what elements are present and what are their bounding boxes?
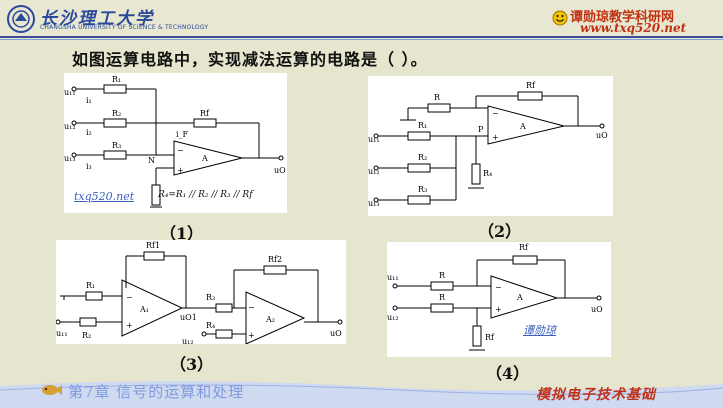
svg-text:−: − [492,109,499,118]
svg-text:A₁: A₁ [139,305,149,314]
svg-text:u₁₂: u₁₂ [368,167,380,176]
figure-4-circuit: Rf R R Rf u₁₁ u₁₂ A − + uO [387,242,611,357]
svg-text:u₁₂: u₁₂ [64,122,76,131]
chapter-title: 第7章 信号的运算和处理 [68,383,245,401]
svg-text:u₁₂: u₁₂ [182,337,194,344]
svg-text:A: A [519,122,526,131]
brand-name: 谭勋琼教学科研网 [570,10,675,25]
svg-text:R₂: R₂ [82,331,91,340]
svg-text:R: R [439,271,446,280]
svg-text:uO: uO [596,131,608,140]
svg-text:u₁₁: u₁₁ [368,135,380,144]
header-divider-light [0,39,723,40]
figure-4-caption: （4） [486,364,530,383]
svg-text:i₃: i₃ [86,162,92,171]
svg-text:+: + [248,331,255,340]
figure-1-watermark: txq520.net [74,190,135,203]
svg-text:+: + [495,305,502,314]
course-title: 模拟电子技术基础 [536,387,656,403]
svg-text:−: − [248,303,255,312]
svg-text:uO: uO [591,305,603,314]
svg-text:u₁₁: u₁₁ [64,88,76,97]
figure-1-circuit: R₁ R₂ R₃ Rf u₁₁ u₁₂ u₁₃ i₁ i₂ i₃ i_F N A − + uO [64,73,287,213]
svg-text:R₂: R₂ [112,109,121,118]
header-divider [0,36,723,38]
figure-3-caption: （3） [170,355,214,374]
university-subtitle: CHANGSHA UNIVERSITY OF SCIENCE & TECHNOL… [40,24,209,31]
svg-text:R₄: R₄ [206,321,215,330]
svg-text:i₂: i₂ [86,128,92,137]
svg-text:uO: uO [274,166,286,175]
figure-1-formula: R₄=R₁ // R₂ // R₃ // Rf [158,190,253,200]
svg-text:i_F: i_F [176,130,189,139]
svg-text:+: + [126,321,133,330]
svg-text:u₁₁: u₁₁ [56,329,68,338]
svg-text:u₁₁: u₁₁ [387,273,399,282]
svg-text:A: A [516,293,523,302]
svg-text:A₂: A₂ [265,315,275,324]
svg-text:u₁₂: u₁₂ [387,313,399,322]
svg-text:R₃: R₃ [418,185,427,194]
svg-text:Rf: Rf [526,81,536,90]
svg-text:Rf1: Rf1 [146,241,160,250]
svg-text:Rf: Rf [519,243,529,252]
svg-text:Rf: Rf [200,109,210,118]
svg-text:u₁₃: u₁₃ [64,154,76,163]
svg-text:uO: uO [330,329,342,338]
svg-text:Rf: Rf [485,333,495,342]
svg-text:+: + [177,166,184,175]
svg-text:R₁: R₁ [86,281,95,290]
svg-text:R: R [434,93,441,102]
svg-text:R₃: R₃ [206,293,215,302]
svg-text:R₄: R₄ [483,169,492,178]
figure-2-circuit: R Rf R₁ R₂ R₃ u₁₁ u₁₂ u₁₃ P R₄ A − + uO [368,76,613,216]
svg-text:R: R [439,293,446,302]
university-logo-icon [7,5,35,33]
smiley-icon [552,10,568,26]
svg-text:u₁₃: u₁₃ [368,199,380,208]
svg-text:R₃: R₃ [112,141,121,150]
svg-text:i₁: i₁ [86,96,92,105]
svg-text:−: − [177,146,184,155]
university-name: 长沙理工大学 [40,9,154,29]
figure-1-caption: （1） [160,224,204,243]
svg-text:R₂: R₂ [418,153,427,162]
question-text: 如图运算电路中，实现减法运算的电路是（ ）。 [72,50,428,69]
svg-text:uO1: uO1 [180,313,197,322]
svg-text:−: − [495,283,502,292]
figure-2-caption: （2） [478,222,522,241]
svg-text:+: + [492,133,499,142]
svg-text:Rf2: Rf2 [268,255,282,264]
svg-text:R₁: R₁ [418,121,427,130]
svg-text:N: N [148,156,155,165]
svg-text:A: A [201,154,208,163]
fish-icon [42,385,62,395]
header-bar [0,0,723,38]
brand-url[interactable]: www.txq520.net [580,21,687,35]
svg-text:P: P [478,125,484,134]
footer-wave [0,381,723,408]
svg-text:−: − [126,293,133,302]
figure-4-watermark: 谭勋琼 [523,324,556,337]
svg-text:R₁: R₁ [112,75,121,84]
